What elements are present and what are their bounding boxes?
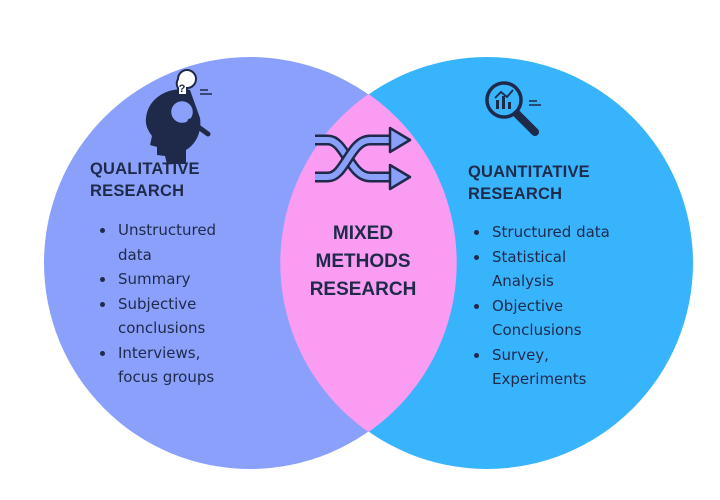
list-item-line: data xyxy=(118,245,152,264)
qualitative-title-line-2: RESEARCH xyxy=(90,182,185,200)
quantitative-list: Structured data Statistical Analysis Obj… xyxy=(470,220,610,392)
list-item-line: Unstructured xyxy=(118,221,217,239)
mixed-methods-title: MIXED METHODS RESEARCH xyxy=(258,220,468,304)
list-item: Unstructured data xyxy=(96,218,216,267)
quantitative-title: QUANTITATIVE RESEARCH xyxy=(468,161,590,205)
list-item-line: focus groups xyxy=(118,368,215,386)
list-item-line: Experiments xyxy=(492,370,587,388)
thinking-head-magnifier-icon: ? xyxy=(145,69,212,164)
list-item-line: Statistical xyxy=(492,247,567,266)
qualitative-list: Unstructured data Summary Subjective con… xyxy=(96,218,216,390)
quantitative-title-line-2: RESEARCH xyxy=(468,185,563,203)
list-item-line: Structured data xyxy=(492,223,610,241)
list-item-line: Survey, xyxy=(492,345,549,364)
list-item-line: Conclusions xyxy=(492,321,582,339)
list-item: Statistical Analysis xyxy=(470,245,610,294)
list-item: Summary xyxy=(96,267,216,292)
list-item-line: Analysis xyxy=(492,272,554,290)
list-item-line: Subjective xyxy=(118,294,197,313)
mixed-methods-title-line-2: METHODS xyxy=(315,251,411,272)
chart-magnifier-icon xyxy=(485,81,541,136)
list-item: Subjective conclusions xyxy=(96,292,216,341)
list-item-line: conclusions xyxy=(118,319,206,337)
mixed-methods-title-line-1: MIXED xyxy=(332,223,394,244)
mixed-methods-title-line-3: RESEARCH xyxy=(309,279,417,300)
shuffle-arrows-icon xyxy=(315,126,412,191)
qualitative-title-line-1: QUALITATIVE xyxy=(90,160,200,178)
list-item-line: Summary xyxy=(118,270,191,288)
list-item: Interviews, focus groups xyxy=(96,341,216,390)
list-item: Objective Conclusions xyxy=(470,294,610,343)
list-item: Survey, Experiments xyxy=(470,343,610,392)
qualitative-title: QUALITATIVE RESEARCH xyxy=(90,158,200,202)
list-item: Structured data xyxy=(470,220,610,245)
svg-text:?: ? xyxy=(179,83,186,95)
list-item-line: Interviews, xyxy=(118,343,201,362)
quantitative-title-line-1: QUANTITATIVE xyxy=(468,163,590,181)
list-item-line: Objective xyxy=(492,296,564,315)
